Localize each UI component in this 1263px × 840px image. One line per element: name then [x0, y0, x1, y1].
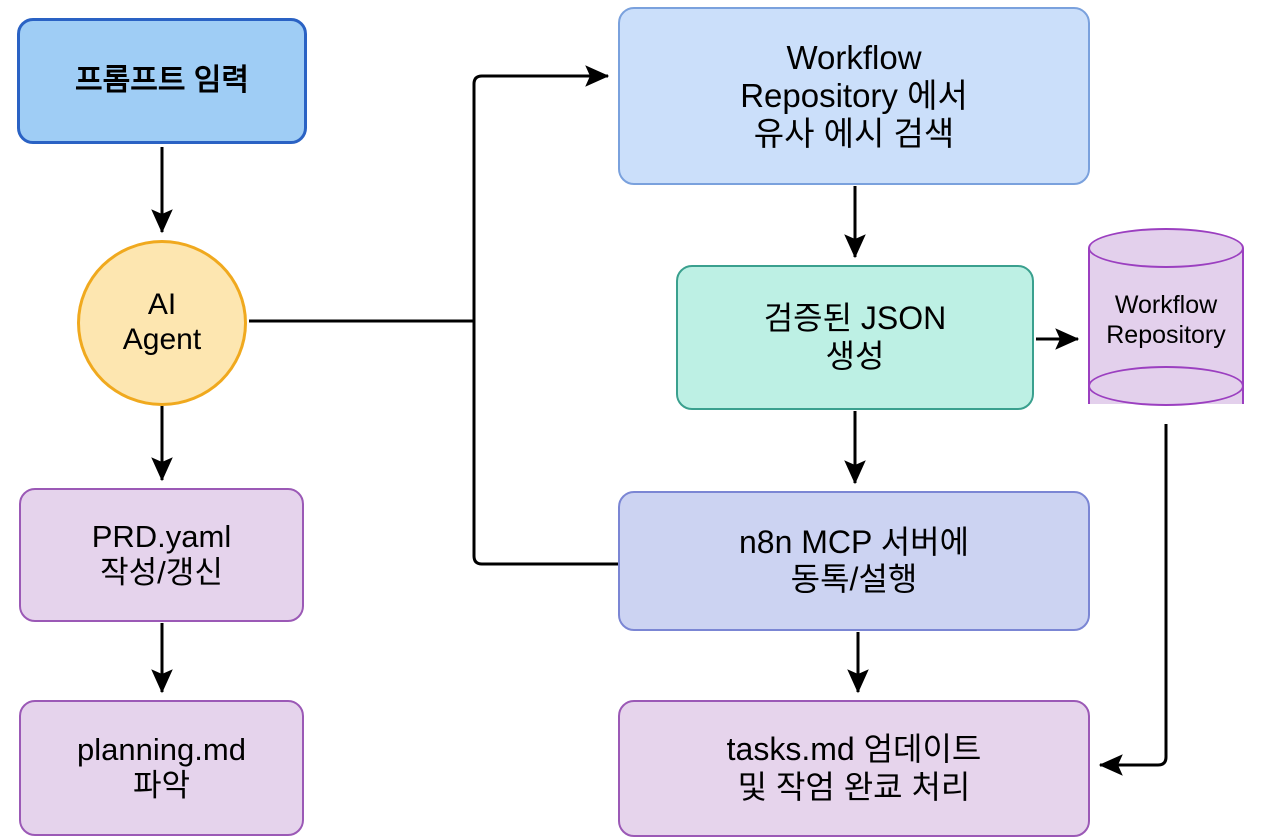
node-validated-json[interactable]: 검증된 JSON 생성 — [676, 265, 1034, 410]
node-workflow-search[interactable]: Workflow Repository 에서 유사 에시 검색 — [618, 7, 1090, 185]
edge-junction-to-search — [472, 65, 610, 321]
node-planning-md-label: planning.md 파악 — [77, 732, 246, 803]
node-workflow-search-label: Workflow Repository 에서 유사 에시 검색 — [740, 38, 968, 153]
node-validated-json-label: 검증된 JSON 생성 — [763, 300, 947, 374]
node-ai-agent[interactable]: AI Agent — [77, 240, 247, 406]
node-prompt-input[interactable]: 프롬프트 임력 — [17, 18, 307, 144]
node-planning-md[interactable]: planning.md 파악 — [19, 700, 304, 836]
node-prd-yaml-label: PRD.yaml 작성/갱신 — [91, 519, 232, 590]
edge-db-to-tasks — [1098, 424, 1168, 776]
node-workflow-repository-database-label: Workflow Repository — [1106, 291, 1226, 349]
node-n8n-mcp-server-label: n8n MCP 서버에 동톡/설행 — [738, 523, 970, 597]
node-tasks-md-label: tasks.md 엄데이트 및 작엄 완쿄 처리 — [726, 731, 982, 805]
node-prd-yaml[interactable]: PRD.yaml 작성/갱신 — [19, 488, 304, 622]
node-tasks-md[interactable]: tasks.md 엄데이트 및 작엄 완쿄 처리 — [618, 700, 1090, 837]
node-workflow-repository-database[interactable]: Workflow Repository — [1088, 228, 1244, 424]
node-ai-agent-label: AI Agent — [122, 288, 202, 356]
cylinder-top-ellipse — [1088, 228, 1244, 268]
node-prompt-input-label: 프롬프트 임력 — [75, 63, 249, 97]
edge-junction-to-mcp — [472, 321, 618, 566]
cylinder-bottom-ellipse — [1088, 366, 1244, 406]
node-n8n-mcp-server[interactable]: n8n MCP 서버에 동톡/설행 — [618, 491, 1090, 631]
